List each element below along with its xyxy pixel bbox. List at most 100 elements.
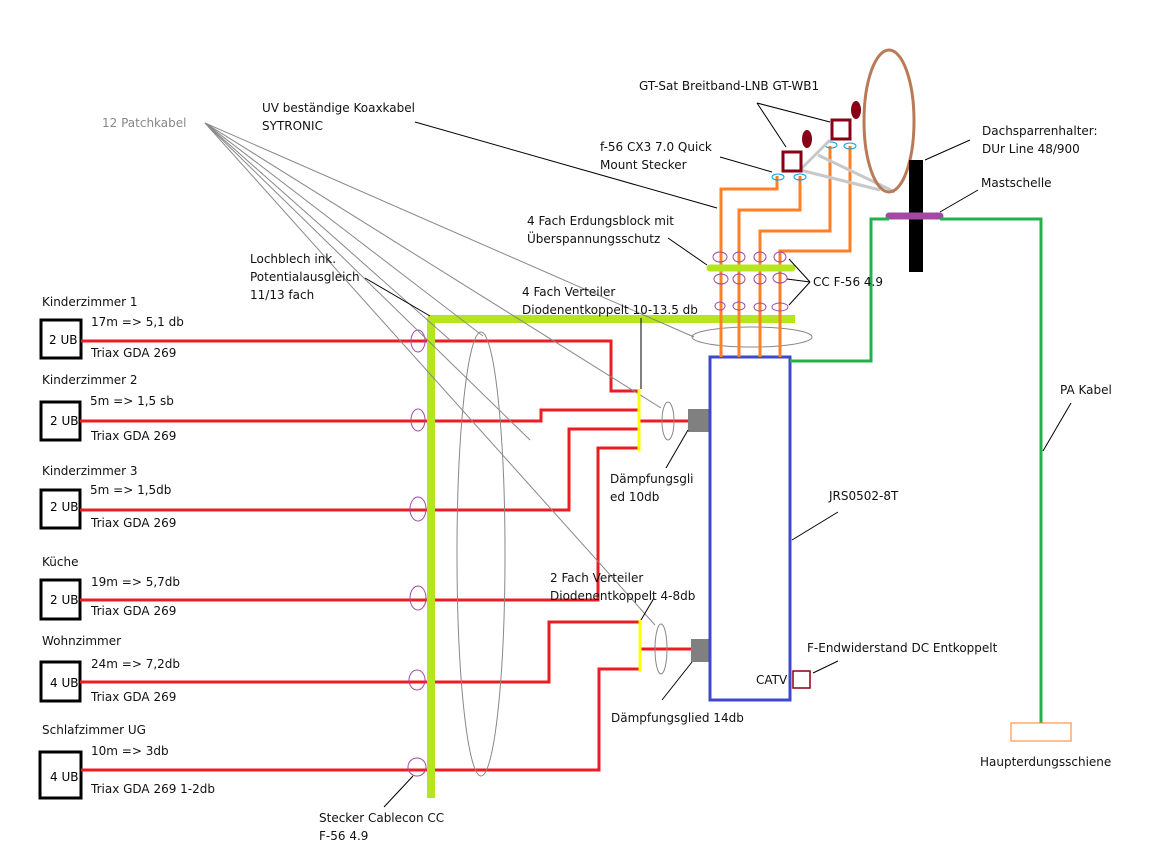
label-splitter2-1: 2 Fach Verteiler (550, 571, 643, 585)
outlet-type: 2 UB (50, 414, 78, 428)
outlet-type: 4 UB (50, 770, 78, 784)
socket-model: Triax GDA 269 (90, 604, 176, 618)
room-name: Schlafzimmer UG (42, 723, 146, 737)
cable-length-loss: 10m => 3db (91, 744, 169, 758)
patch-cable-bundles (456, 326, 813, 777)
attenuator-14db (691, 639, 710, 662)
pa-cable-multiswitch (790, 217, 889, 363)
cablecon-connectors (407, 329, 427, 777)
socket-model: Triax GDA 269 (90, 429, 176, 443)
label-splitter2-2: Diodenentkoppelt 4-8db (550, 589, 695, 603)
room-name: Kinderzimmer 3 (42, 464, 138, 478)
bundle-ellipse (654, 623, 668, 675)
label-rafter-holder-2: DUr Line 48/900 (982, 142, 1080, 156)
catv-label: CATV (756, 673, 788, 687)
label-uv-coax-2: SYTRONIC (262, 119, 323, 133)
label-perforated-plate-2: Potentialausgleich (250, 270, 360, 284)
label-quick-mount-2: Mount Stecker (600, 158, 687, 172)
room-kinderzimmer-1: Kinderzimmer 1 2 UB 17m => 5,1 db Triax … (39, 295, 184, 360)
cable-length-loss: 24m => 7,2db (91, 657, 180, 671)
label-attenuator14: Dämpfungsglied 14db (611, 711, 744, 725)
label-quick-mount-1: f-56 CX3 7.0 Quick (600, 140, 712, 154)
connector-icon (409, 585, 427, 611)
socket-model: Triax GDA 269 1-2db (90, 782, 215, 796)
coax-kinderzimmer-2 (80, 408, 638, 423)
room-name: Wohnzimmer (42, 634, 121, 648)
room-wohnzimmer: Wohnzimmer 4 UB 24m => 7,2db Triax GDA 2… (39, 634, 180, 704)
label-cc-connector: CC F-56 4.9 (813, 275, 883, 289)
outlet-box (38, 750, 83, 800)
cable-length-loss: 5m => 1,5 sb (90, 394, 174, 408)
label-terminator: F-Endwiderstand DC Entkoppelt (807, 641, 998, 655)
cable-length-loss: 17m => 5,1 db (91, 315, 184, 329)
label-uv-coax-1: UV beständige Koaxkabel (262, 101, 415, 115)
room-name: Kinderzimmer 1 (42, 295, 138, 309)
cable-length-loss: 19m => 5,7db (91, 575, 180, 589)
connector-icon (409, 496, 427, 522)
coax-kueche (80, 446, 638, 602)
room-kinderzimmer-3: Kinderzimmer 3 2 UB 5m => 1,5db Triax GD… (39, 464, 176, 530)
label-main-ground: Haupterdungsschiene (980, 755, 1111, 769)
label-ground-block-2: Überspannungsschutz (527, 230, 660, 246)
outlet-type: 2 UB (50, 593, 78, 607)
lnbs (781, 101, 896, 194)
label-cablecon-1: Stecker Cablecon CC (319, 811, 444, 825)
label-lnb: GT-Sat Breitband-LNB GT-WB1 (639, 79, 819, 93)
bundle-ellipse (691, 326, 813, 348)
terminator-icon (792, 670, 811, 689)
label-attenuator10-2: ed 10db (610, 490, 659, 504)
lnb-icon (830, 118, 852, 141)
label-cablecon-2: F-56 4.9 (319, 829, 368, 843)
coax-schlafzimmer-ug (81, 667, 640, 772)
lnb-icon (781, 150, 803, 173)
attenuator-10db (688, 409, 710, 432)
label-patch-cables: 12 Patchkabel (102, 116, 186, 130)
outlet-box (39, 400, 82, 442)
pointer-lines (364, 102, 1072, 808)
outlet-box (39, 318, 83, 360)
bundle-ellipse (456, 331, 506, 777)
label-perforated-plate-1: Lochblech ink. (250, 252, 336, 266)
satellite-dish (862, 48, 916, 194)
coax-kinderzimmer-3 (80, 427, 638, 512)
patch-cable-pointers (204, 122, 695, 626)
connector-icon (408, 669, 426, 691)
lnb-feed-icon (802, 130, 812, 148)
outlet-type: 2 UB (50, 500, 78, 514)
label-splitter4-2: Diodenentkoppelt 10-13.5 db (522, 303, 698, 317)
label-rafter-holder-1: Dachsparrenhalter: (982, 124, 1098, 138)
room-outlets: Kinderzimmer 1 2 UB 17m => 5,1 db Triax … (38, 295, 215, 800)
coax-kinderzimmer-1 (81, 339, 638, 393)
room-kinderzimmer-2: Kinderzimmer 2 2 UB 5m => 1,5 sb Triax G… (39, 373, 176, 443)
coax-wohnzimmer (80, 620, 640, 684)
room-coax-cables (80, 339, 692, 772)
label-perforated-plate-3: 11/13 fach (250, 288, 314, 302)
socket-model: Triax GDA 269 (90, 516, 176, 530)
outlet-box (39, 660, 82, 703)
label-mast-clamp: Mastschelle (981, 176, 1052, 190)
pa-cable-main (940, 217, 1043, 724)
room-kueche: Küche 2 UB 19m => 5,7db Triax GDA 269 (39, 555, 180, 621)
connector-icon (407, 757, 427, 777)
outlet-type: 4 UB (50, 676, 78, 690)
main-ground-bar (1010, 722, 1072, 742)
label-ground-block-1: 4 Fach Erdungsblock mit (527, 214, 674, 228)
label-splitter4-1: 4 Fach Verteiler (522, 285, 615, 299)
room-name: Kinderzimmer 2 (42, 373, 138, 387)
bundle-ellipse (661, 401, 675, 441)
label-multiswitch: JRS0502-8T (828, 489, 899, 503)
ground-bar (427, 315, 795, 798)
connector-icon (410, 329, 426, 353)
socket-model: Triax GDA 269 (90, 690, 176, 704)
cable-length-loss: 5m => 1,5db (90, 483, 171, 497)
room-name: Küche (42, 555, 78, 569)
label-pa-cable: PA Kabel (1060, 383, 1112, 397)
room-schlafzimmer-ug: Schlafzimmer UG 4 UB 10m => 3db Triax GD… (38, 723, 215, 800)
label-attenuator10-1: Dämpfungsgli (610, 472, 694, 486)
perforated-ground-plate (427, 315, 795, 798)
connector-icon (410, 408, 426, 432)
quick-mount-connectors (771, 141, 857, 181)
lnb-feed-icon (851, 101, 861, 119)
multiswitch-box (708, 355, 792, 702)
